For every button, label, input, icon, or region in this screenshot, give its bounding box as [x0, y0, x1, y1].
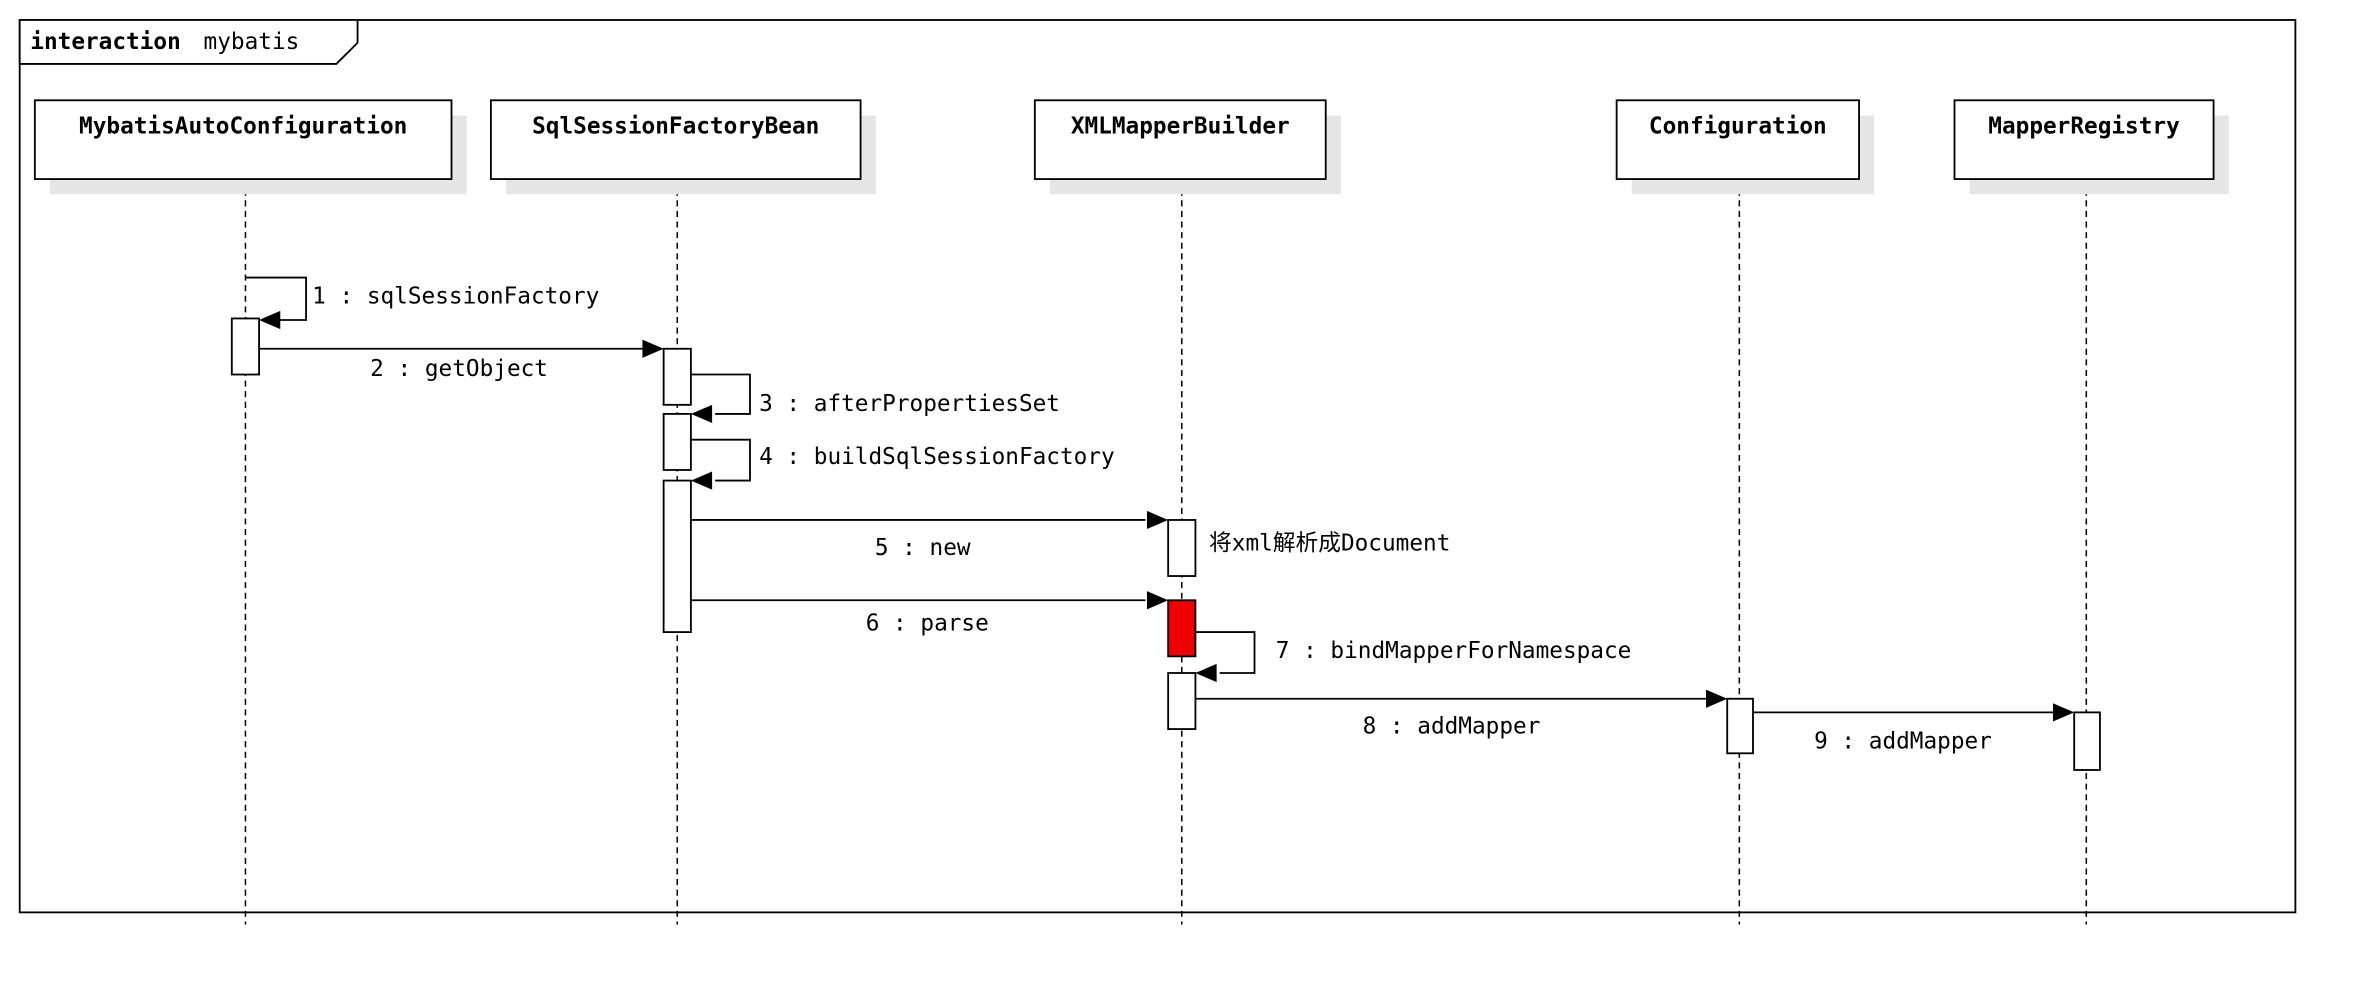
message-4-line	[690, 438, 751, 482]
message-4-arrowhead	[690, 471, 713, 490]
lifeline-name-factorybean: SqlSessionFactoryBean	[532, 114, 819, 140]
activation-registry[interactable]	[2073, 711, 2101, 771]
message-6-label: 6 : parse	[866, 611, 989, 637]
frame-label-tab	[18, 19, 359, 65]
lifeline-name-registry: MapperRegistry	[1988, 114, 2180, 140]
message-5-arrowhead	[1146, 510, 1169, 530]
message-5-label: 5 : new	[875, 535, 971, 561]
lifeline-header-configuration[interactable]: Configuration	[1615, 99, 1860, 180]
activation-xmlbuilder-new[interactable]	[1167, 519, 1197, 577]
frame-label: interaction mybatis	[30, 29, 299, 55]
message-3-line	[690, 373, 751, 415]
activation-autoconfig[interactable]	[230, 317, 260, 376]
lifeline-box-autoconfig[interactable]	[33, 99, 453, 180]
activation-factorybean-1[interactable]	[662, 347, 692, 406]
message-arrowheads	[259, 310, 2075, 722]
lifeline-header-xmlbuilder[interactable]: XMLMapperBuilder	[1033, 99, 1327, 180]
message-7-label: 7 : bindMapperForNamespace	[1276, 638, 1632, 664]
message-3-arrowhead	[690, 404, 713, 424]
lifeline-header-autoconfig[interactable]: MybatisAutoConfiguration	[33, 99, 453, 180]
message-8-arrowhead	[1706, 689, 1728, 708]
message-lines	[245, 276, 2053, 714]
new-document-note: 将xml解析成Document	[1209, 530, 1450, 556]
message-7-line	[1195, 631, 1256, 674]
message-7-arrowhead	[1195, 663, 1217, 683]
message-6-arrowhead	[1146, 591, 1169, 610]
message-3-label: 3 : afterPropertiesSet	[759, 391, 1060, 417]
message-8-label: 8 : addMapper	[1363, 714, 1541, 740]
frame-keyword: interaction	[30, 29, 180, 55]
activation-factorybean-2[interactable]	[662, 413, 692, 471]
message-1-line	[245, 276, 307, 321]
message-labels: 1 : sqlSessionFactory 2 : getObject 3 : …	[312, 283, 1992, 754]
activation-factorybean-3[interactable]	[662, 479, 692, 633]
lifeline-header-factorybean[interactable]: SqlSessionFactoryBean	[489, 99, 862, 180]
lifeline-name-autoconfig: MybatisAutoConfiguration	[79, 114, 407, 140]
lifeline-name-xmlbuilder: XMLMapperBuilder	[1071, 114, 1290, 140]
message-2-arrowhead	[642, 339, 664, 358]
activation-configuration[interactable]	[1726, 697, 1754, 755]
lifeline-box-registry[interactable]	[1953, 99, 2215, 180]
lifeline-header-registry[interactable]: MapperRegistry	[1953, 99, 2215, 180]
lifeline-box-factorybean[interactable]	[489, 99, 862, 180]
frame-name: mybatis	[204, 29, 300, 55]
message-1-arrowhead	[259, 310, 281, 330]
interaction-frame	[18, 19, 2297, 914]
message-2-label: 2 : getObject	[370, 356, 548, 382]
activation-bars	[230, 317, 2101, 771]
lifeline-box-configuration[interactable]	[1615, 99, 1860, 180]
lifeline-box-xmlbuilder[interactable]	[1033, 99, 1327, 180]
message-4-label: 4 : buildSqlSessionFactory	[759, 444, 1115, 470]
message-9-arrowhead	[2052, 703, 2075, 722]
message-1-label: 1 : sqlSessionFactory	[312, 283, 599, 309]
activation-xmlbuilder-bind[interactable]	[1167, 672, 1197, 730]
activation-xmlbuilder-parse[interactable]	[1167, 599, 1197, 658]
message-9-label: 9 : addMapper	[1814, 729, 1992, 755]
lifeline-name-configuration: Configuration	[1649, 114, 1827, 140]
